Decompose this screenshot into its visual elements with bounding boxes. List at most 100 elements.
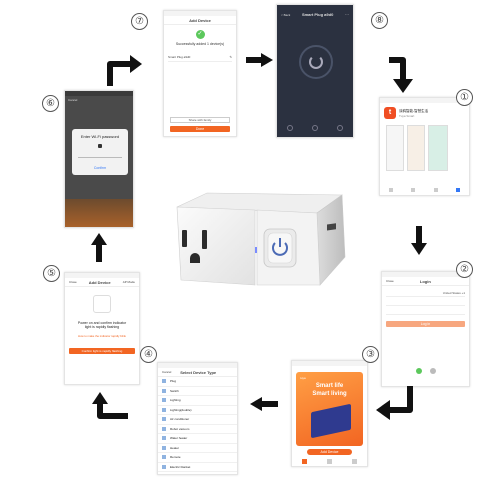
status-bar [65,91,133,96]
device-type-icon [162,407,166,412]
screenshot-1 [386,125,404,171]
qq-icon[interactable] [429,368,436,374]
tuya-app-icon[interactable]: t [384,107,396,119]
password-field[interactable] [78,153,122,158]
page-title: Select Device Type [180,369,217,375]
success-text: Successfully added 1 device(s) [175,42,225,46]
plug-front-left [176,206,256,286]
tab-bar [292,459,367,464]
list-item[interactable]: Lighting [158,396,237,406]
scene-tab-icon[interactable] [327,459,332,464]
edit-icon[interactable]: ✎ [229,55,232,59]
tab-icon-games[interactable] [411,188,416,192]
step7-screen: Add Device ✓ Successfully added 1 device… [163,10,237,137]
cancel-button[interactable]: Cancel [68,98,78,102]
region-row[interactable]: United States +1 [386,291,465,297]
wechat-icon[interactable] [415,368,422,374]
app-subtitle: Tuya Smart [399,113,415,118]
list-item[interactable]: Robot vacuum [158,425,237,434]
help-link[interactable]: How to make the indicator rapidly blink [78,334,126,338]
back-button[interactable]: Close [386,279,394,283]
arrow-5-to-6 [91,233,107,262]
dialog-title: Enter Wi-Fi password [80,134,120,139]
power-button[interactable] [299,45,333,79]
switch-icon[interactable] [286,125,293,131]
tab-icon-apps[interactable] [433,188,438,192]
bottom-glow [65,199,133,227]
page-title: Smart Plug a9d0 [301,12,334,17]
page-title: Add Device [88,279,111,285]
status-bar [164,11,236,16]
step5-screen: Close Add Device AP Mode Power on and co… [64,272,140,385]
tab-icon-search[interactable] [455,188,460,192]
done-button[interactable]: Done [170,126,230,132]
profile-tab-icon[interactable] [352,459,357,464]
instruction-line2: light is rapidly flashing [84,325,120,329]
login-button[interactable]: Log in [386,321,465,327]
outlet-socket [182,230,207,263]
back-button[interactable]: Close [69,280,77,284]
cancel-button[interactable]: Cancel [162,370,172,374]
share-button[interactable]: Share with family [170,117,230,123]
device-type-icon [162,379,166,384]
device-type-icon [162,426,166,431]
step-number-3: ③ [362,346,379,363]
step6-screen: Cancel Enter Wi-Fi password Confirm [64,90,134,228]
social-login [382,368,469,374]
app-header: t 涂鸦智能-智慧生活 Tuya Smart [380,103,469,123]
device-type-icon [162,455,166,460]
device-type-icon [162,445,166,450]
more-icon[interactable]: ⋯ [344,12,349,17]
power-icon [272,238,288,256]
list-item[interactable]: Lighting(double) [158,406,237,415]
instruction-line1: Power on and confirm indicator [77,321,127,325]
account-field[interactable] [386,300,465,306]
page-title: Add Device [189,17,211,23]
arrow-8-to-1 [389,57,413,93]
device-type-icon [162,464,166,469]
arrow-3-to-4 [250,397,278,411]
step-number-8: ⑧ [371,12,388,29]
password-field[interactable] [386,309,465,315]
back-button[interactable]: < Back [281,12,291,17]
list-item[interactable]: Switch [158,387,237,396]
list-item[interactable]: Remote [158,453,237,463]
device-row[interactable]: Smart Plug a9d0 ✎ [168,53,232,62]
list-item[interactable]: Water heater [158,434,237,444]
list-item[interactable]: Electric blanket [158,463,237,472]
power-icon [309,55,323,69]
step-number-4: ④ [140,346,157,363]
schedule-icon[interactable] [337,125,344,131]
screenshot-3 [428,125,448,171]
list-item[interactable]: Air conditioner [158,415,237,425]
ap-mode-link[interactable]: AP Mode [122,280,135,284]
device-type-icon [162,417,166,422]
step4-screen: Cancel Select Device Type Plug Switch Li… [157,362,238,475]
status-bar [158,363,237,368]
tab-icon-today[interactable] [389,188,394,192]
step-number-7: ⑦ [131,13,148,30]
step2-screen: Close Login United States +1 Log in [381,271,470,387]
device-illustration [93,295,111,313]
step-number-5: ⑤ [43,265,60,282]
screenshot-2 [407,125,425,171]
home-tab-icon[interactable] [302,459,307,464]
status-bar [382,272,469,277]
navbar: Add Device [164,16,236,25]
confirm-flashing-button[interactable]: Confirm light is rapidly flashing [69,348,135,354]
banner-line2: Smart living [312,391,347,397]
navbar: Close Login [382,277,469,286]
confirm-button[interactable]: Confirm [93,166,107,170]
status-bar [277,5,353,10]
list-item[interactable]: Plug [158,377,237,387]
wifi-dialog: Enter Wi-Fi password Confirm [72,129,128,175]
add-device-button[interactable]: Add Device [307,449,352,455]
arrow-1-to-2 [411,226,427,255]
device-type-icon [162,436,166,441]
led-indicator [255,247,257,253]
bottom-controls [277,125,353,131]
list-item[interactable]: Heater [158,444,237,453]
timer-icon[interactable] [311,125,318,131]
brand-text: tuya [300,376,306,380]
step-number-2: ② [456,261,473,278]
